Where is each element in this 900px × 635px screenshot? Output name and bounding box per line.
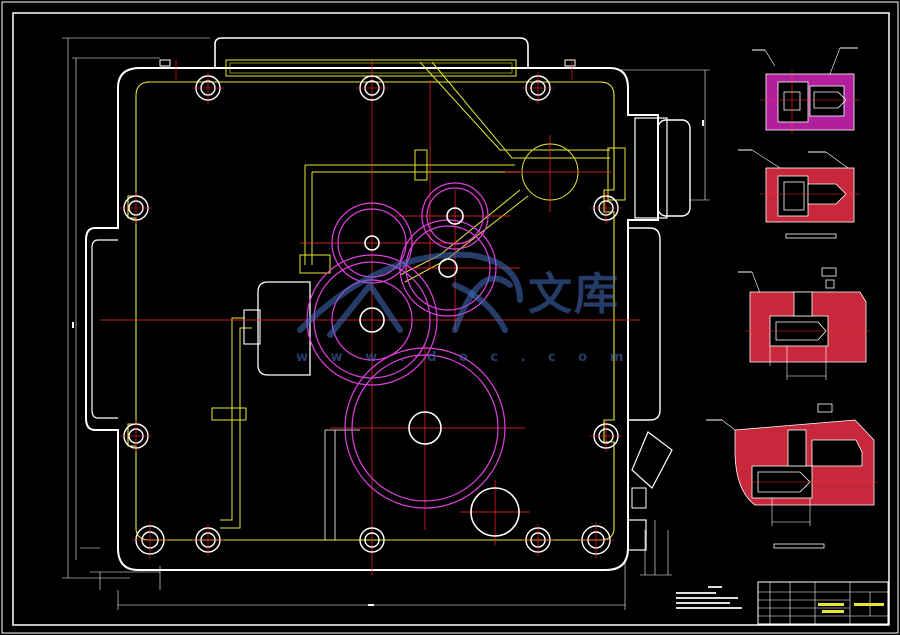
inner-frame xyxy=(12,12,890,626)
section-view-c xyxy=(738,267,870,380)
main-plan-view xyxy=(62,37,710,610)
section-view-a xyxy=(752,47,860,134)
watermark-text: 文库 xyxy=(528,269,620,320)
section-view-d xyxy=(706,403,878,549)
watermark-url: w w w . d o c . c o m xyxy=(296,350,633,365)
technical-notes xyxy=(676,586,742,609)
watermark-logo-icon xyxy=(297,251,523,338)
title-block xyxy=(757,581,889,625)
section-view-b xyxy=(738,149,860,239)
